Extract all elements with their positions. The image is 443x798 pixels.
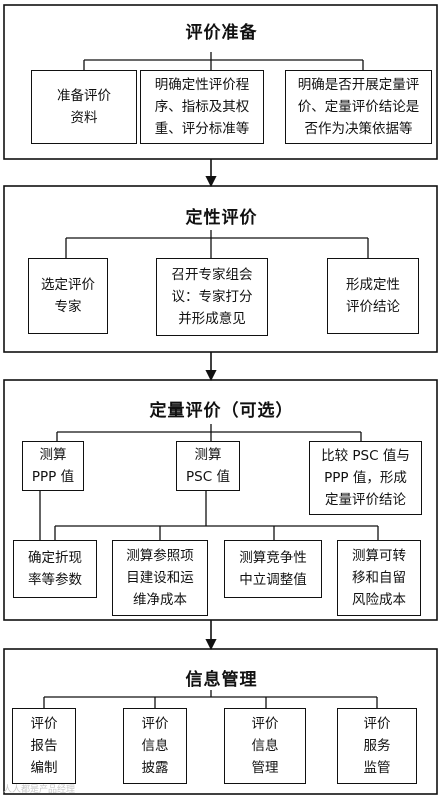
stage-frame-prep [3, 4, 438, 160]
box-report: 评价 报告 编制 [12, 708, 76, 784]
box-decide-quantitative: 明确是否开展定量评 价、定量评价结论是 否作为决策依据等 [285, 70, 432, 144]
box-prepare-materials: 准备评价 资料 [31, 70, 137, 144]
stage-title-prep: 评价准备 [185, 23, 258, 43]
stage-title-info: 信息管理 [185, 670, 258, 690]
stage-frame-quantitative [3, 379, 438, 621]
box-discount-rate: 确定折现 率等参数 [13, 540, 97, 598]
box-compare-psc-ppp: 比较 PSC 值与 PPP 值，形成 定量评价结论 [309, 441, 422, 515]
box-define-criteria: 明确定性评价程 序、指标及其权 重、评分标准等 [140, 70, 264, 144]
box-select-experts: 选定评价 专家 [28, 258, 108, 334]
box-disclosure: 评价 信息 披露 [123, 708, 187, 784]
box-competitive-neutrality: 测算竞争性 中立调整值 [224, 540, 322, 598]
box-calc-ppp: 测算 PPP 值 [22, 441, 84, 491]
box-risk-cost: 测算可转 移和自留 风险成本 [337, 540, 421, 616]
box-expert-meeting: 召开专家组会 议：专家打分 并形成意见 [156, 258, 268, 336]
stage-title-quantitative: 定量评价（可选） [149, 401, 294, 421]
box-info-management: 评价 信息 管理 [224, 708, 306, 784]
watermark: 人人都是产品经理 [3, 785, 76, 795]
stage-title-qualitative: 定性评价 [185, 208, 258, 228]
box-reference-cost: 测算参照项 目建设和运 维净成本 [112, 540, 208, 616]
box-qualitative-conclusion: 形成定性 评价结论 [327, 258, 419, 334]
box-service-supervision: 评价 服务 监管 [337, 708, 417, 784]
box-calc-psc: 测算 PSC 值 [176, 441, 240, 491]
stage-frame-qualitative [3, 185, 438, 353]
stage-frame-info [3, 648, 438, 795]
